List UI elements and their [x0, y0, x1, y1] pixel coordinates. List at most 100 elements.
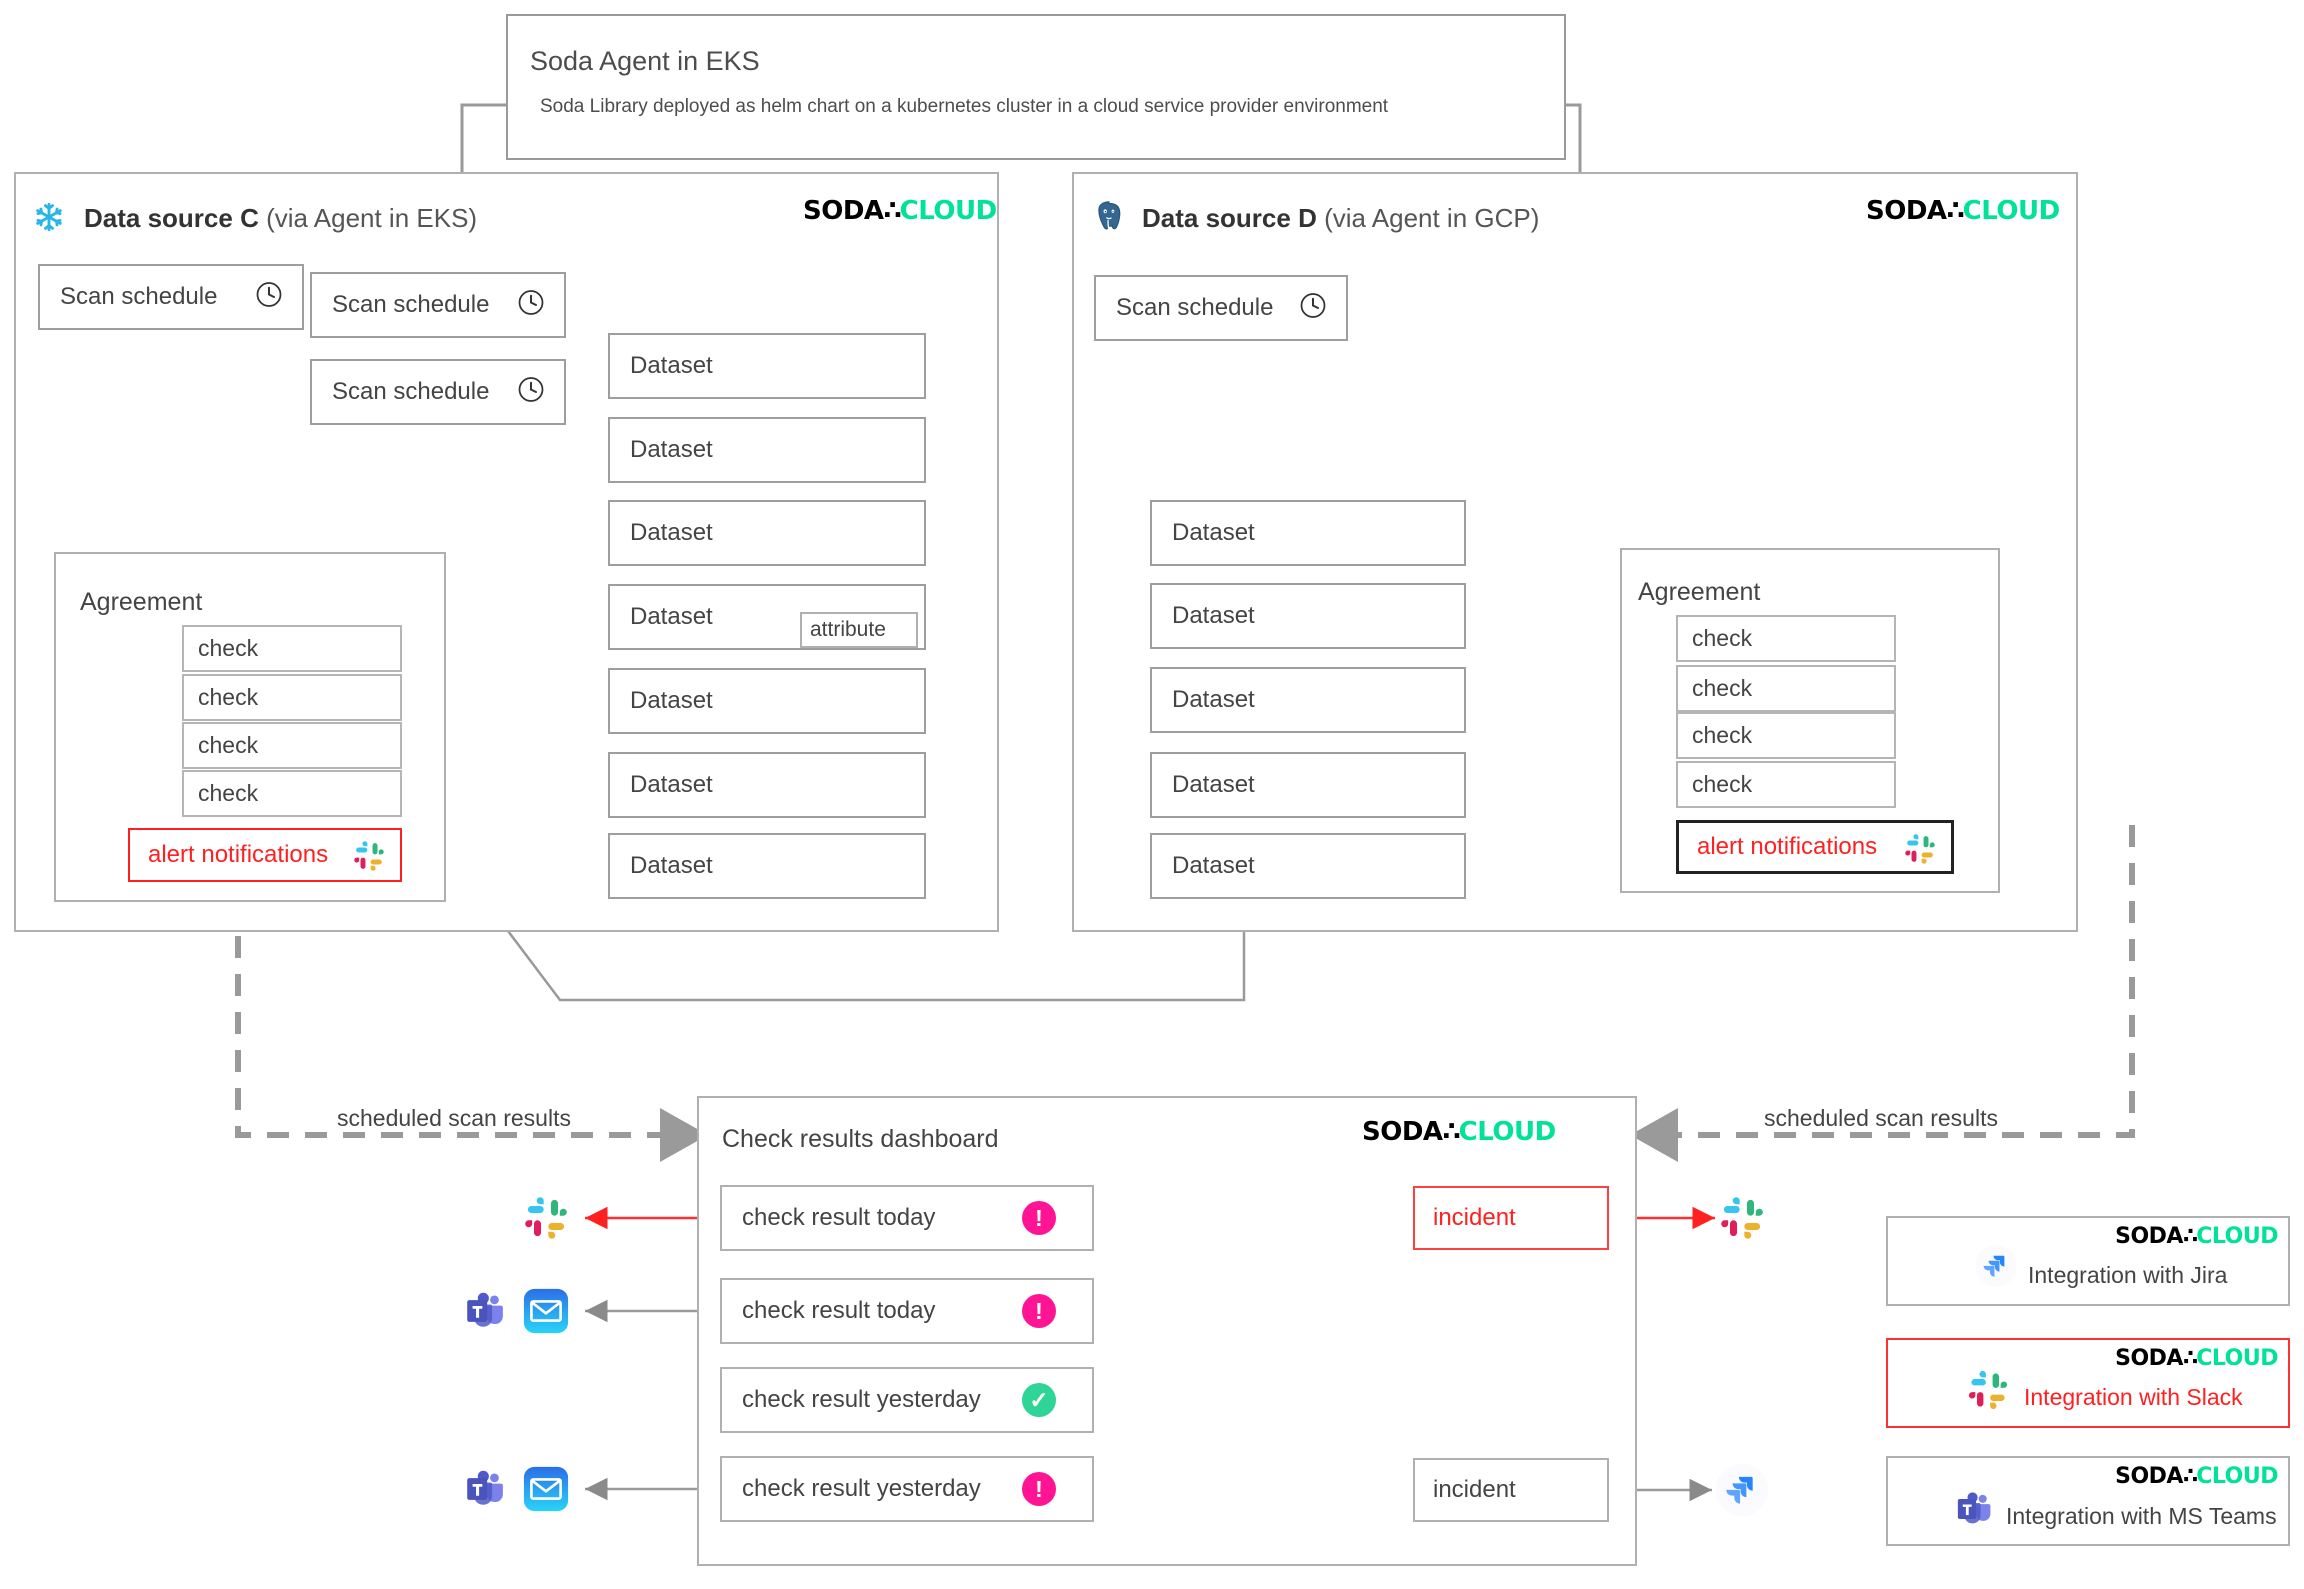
ms-teams-icon [1954, 1488, 1996, 1535]
slack-icon[interactable] [1718, 1194, 1766, 1247]
soda-cloud-logo-c: SODA∴CLOUD [803, 196, 997, 226]
logo-cloud-text: CLOUD [2196, 1464, 2278, 1489]
panel-c-title-rest: (via Agent in EKS) [266, 203, 478, 233]
logo-soda-text: SODA [2115, 1464, 2183, 1489]
legend-item-slack[interactable]: SODA∴CLOUD Integration with Slack [1886, 1338, 2290, 1428]
alert-notifications-d[interactable]: alert notifications [1676, 820, 1954, 874]
soda-cloud-logo-dashboard: SODA∴CLOUD [1362, 1117, 1556, 1147]
soda-cloud-logo-legend: SODA∴CLOUD [2115, 1346, 2278, 1371]
dataset-d-1[interactable]: Dataset [1150, 500, 1466, 566]
legend-label-ms-teams: Integration with MS Teams [2006, 1503, 2277, 1529]
soda-cloud-logo-legend: SODA∴CLOUD [2115, 1464, 2278, 1489]
dataset-label: Dataset [630, 603, 713, 630]
dataset-label: Dataset [630, 352, 713, 379]
scan-schedule-label: Scan schedule [332, 378, 490, 405]
mail-icon[interactable] [521, 1286, 571, 1341]
dataset-c-7[interactable]: Dataset [608, 833, 926, 899]
logo-soda-text: SODA [1866, 196, 1947, 226]
legend-item-jira[interactable]: SODA∴CLOUD Integration with Jira [1886, 1216, 2290, 1306]
slack-icon [1966, 1368, 2010, 1417]
legend-label-jira: Integration with Jira [2028, 1262, 2228, 1288]
scan-schedule-label: Scan schedule [1116, 294, 1274, 321]
logo-soda-text: SODA [2115, 1224, 2183, 1249]
check-c-1[interactable]: check [182, 625, 402, 672]
scan-schedule-c-2[interactable]: Scan schedule [310, 272, 566, 338]
logo-dots: ∴ [2182, 1224, 2198, 1249]
scan-schedule-label: Scan schedule [332, 291, 490, 318]
panel-d-title-rest: (via Agent in GCP) [1324, 203, 1540, 233]
slack-icon [352, 839, 386, 878]
dataset-d-2[interactable]: Dataset [1150, 583, 1466, 649]
panel-c-title-bold: Data source C [84, 203, 259, 233]
scan-schedule-c-3[interactable]: Scan schedule [310, 359, 566, 425]
clock-icon [254, 280, 284, 315]
ms-teams-icon[interactable] [463, 1466, 509, 1517]
check-d-3[interactable]: check [1676, 712, 1896, 759]
jira-icon[interactable] [1714, 1462, 1770, 1523]
dataset-c-1[interactable]: Dataset [608, 333, 926, 399]
soda-agent-box [506, 14, 1566, 160]
check-d-2[interactable]: check [1676, 665, 1896, 712]
check-result-row-2[interactable]: check result today ! [720, 1278, 1094, 1344]
check-label: check [1692, 675, 1753, 701]
dataset-c-3[interactable]: Dataset [608, 500, 926, 566]
check-label: check [198, 780, 259, 806]
check-result-label: check result today [742, 1204, 936, 1231]
dataset-c-6[interactable]: Dataset [608, 752, 926, 818]
check-d-1[interactable]: check [1676, 615, 1896, 662]
dataset-c-2[interactable]: Dataset [608, 417, 926, 483]
slack-icon[interactable] [522, 1194, 570, 1247]
dataset-label: Dataset [1172, 686, 1255, 713]
check-result-label: check result yesterday [742, 1386, 981, 1413]
clock-icon [516, 375, 546, 410]
scan-schedule-c-1[interactable]: Scan schedule [38, 264, 304, 330]
logo-dots: ∴ [1442, 1117, 1461, 1147]
incident-box-2[interactable]: incident [1413, 1458, 1609, 1522]
legend-item-ms-teams[interactable]: SODA∴CLOUD Integration with MS Teams [1886, 1456, 2290, 1546]
dataset-d-3[interactable]: Dataset [1150, 667, 1466, 733]
check-result-row-4[interactable]: check result yesterday ! [720, 1456, 1094, 1522]
dataset-label: Dataset [1172, 852, 1255, 879]
dataset-d-4[interactable]: Dataset [1150, 752, 1466, 818]
scan-schedule-label: Scan schedule [60, 283, 218, 310]
status-badge-warning: ! [1022, 1294, 1056, 1328]
logo-cloud-text: CLOUD [1962, 196, 2061, 226]
check-c-4[interactable]: check [182, 770, 402, 817]
check-d-4[interactable]: check [1676, 761, 1896, 808]
agent-title: Soda Agent in EKS [530, 46, 760, 76]
dataset-d-5[interactable]: Dataset [1150, 833, 1466, 899]
check-result-row-3[interactable]: check result yesterday ✓ [720, 1367, 1094, 1433]
logo-soda-text: SODA [1362, 1117, 1443, 1147]
check-result-row-1[interactable]: check result today ! [720, 1185, 1094, 1251]
scan-schedule-d-1[interactable]: Scan schedule [1094, 275, 1348, 341]
clock-icon [1298, 291, 1328, 326]
incident-box-1[interactable]: incident [1413, 1186, 1609, 1250]
incident-label: incident [1433, 1204, 1516, 1231]
ms-teams-icon[interactable] [463, 1288, 509, 1339]
incident-label: incident [1433, 1476, 1516, 1503]
dataset-label: Dataset [1172, 771, 1255, 798]
logo-cloud-text: CLOUD [1458, 1117, 1557, 1147]
scheduled-scan-results-label-left: scheduled scan results [337, 1105, 571, 1131]
dashboard-title: Check results dashboard [722, 1125, 999, 1153]
agent-subtitle: Soda Library deployed as helm chart on a… [540, 96, 1389, 117]
alert-notifications-label: alert notifications [148, 841, 329, 868]
mail-icon[interactable] [521, 1464, 571, 1519]
check-label: check [1692, 771, 1753, 797]
check-c-3[interactable]: check [182, 722, 402, 769]
status-badge-warning: ! [1022, 1472, 1056, 1506]
dataset-attribute-badge[interactable]: attribute [800, 612, 918, 648]
soda-cloud-logo-legend: SODA∴CLOUD [2115, 1224, 2278, 1249]
dataset-label: Dataset [1172, 519, 1255, 546]
check-label: check [198, 635, 259, 661]
logo-cloud-text: CLOUD [899, 196, 998, 226]
dataset-c-5[interactable]: Dataset [608, 668, 926, 734]
check-result-label: check result today [742, 1297, 936, 1324]
status-badge-ok: ✓ [1022, 1383, 1056, 1417]
alert-notifications-label: alert notifications [1697, 833, 1878, 860]
check-result-label: check result yesterday [742, 1475, 981, 1502]
alert-notifications-c[interactable]: alert notifications [128, 828, 402, 882]
agreement-label-c: Agreement [80, 588, 203, 616]
panel-d-title: Data source D (via Agent in GCP) [1142, 203, 1539, 234]
check-c-2[interactable]: check [182, 674, 402, 721]
